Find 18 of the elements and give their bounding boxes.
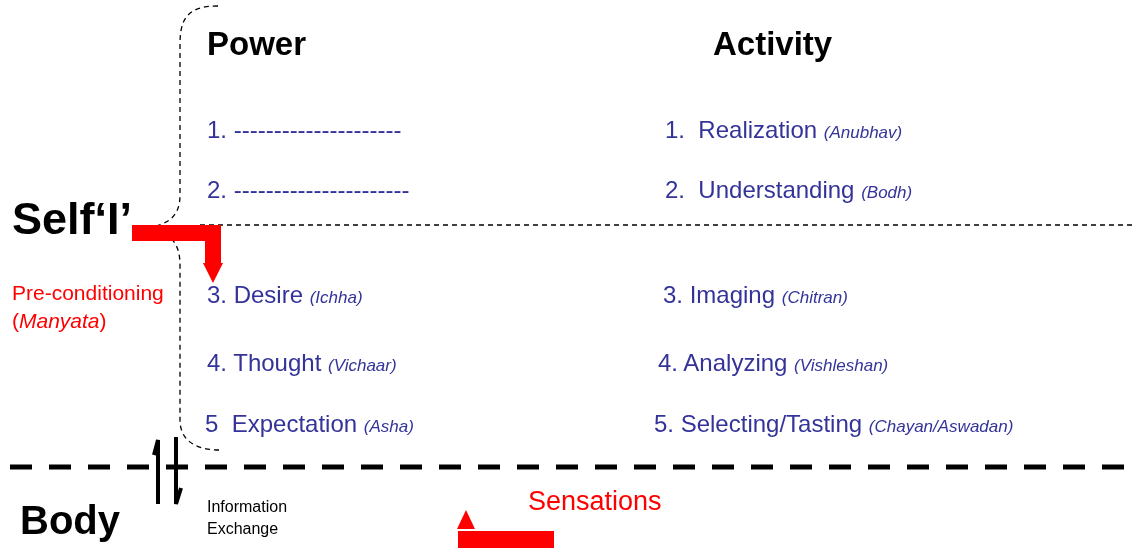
body-heading: Body <box>20 500 120 540</box>
column-heading: Activity <box>713 27 833 60</box>
arrow-caption: Pre-conditioning (Manyata) <box>12 280 165 334</box>
arrow <box>132 225 223 283</box>
self-heading: Self‘I’ <box>12 196 133 241</box>
list-item: 1. --------------------- <box>207 118 402 142</box>
list-item: 3. Desire (Ichha) <box>207 283 447 307</box>
list-item: 2. ---------------------- <box>207 178 410 202</box>
list-item: 5 Expectation (Asha) <box>205 412 414 436</box>
list-item: 4. Thought (Vichaar) <box>207 351 397 375</box>
symbol-caption: Information Exchange <box>207 497 289 539</box>
arrow-caption: Sensations <box>528 488 662 515</box>
list-item: 3. Imaging (Chitran) <box>663 283 848 307</box>
column-heading: Power <box>207 27 307 60</box>
list-item: 2. Understanding (Bodh) <box>665 178 913 202</box>
list-item: 5. Selecting/Tasting (Chayan/Aswadan) <box>654 412 1014 436</box>
list-item: 1. Realization (Anubhav) <box>665 118 903 142</box>
list-item: 4. Analyzing (Vishleshan) <box>658 351 889 375</box>
